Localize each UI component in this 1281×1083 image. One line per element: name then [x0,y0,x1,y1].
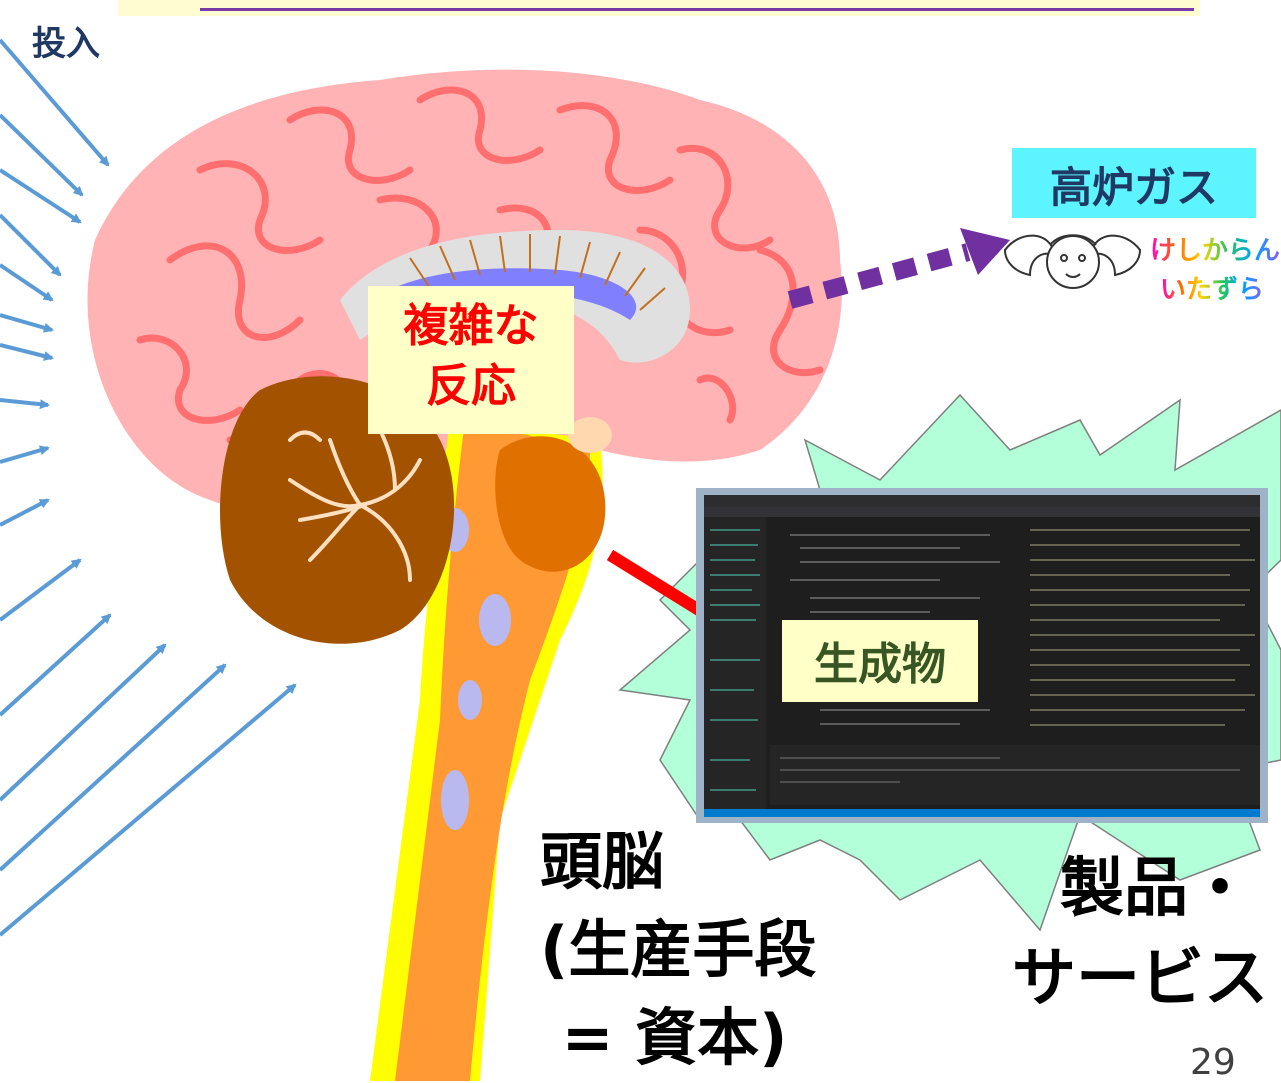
label-reaction: 複雑な 反応 [403,299,539,412]
label-mischief-line1: けしからん [1150,230,1280,267]
reaction-box: 複雑な 反応 [368,286,574,434]
output-box: 生成物 [782,620,978,702]
label-input: 投入 [32,24,100,64]
page-number: 29 [1190,1042,1236,1083]
gas-box: 高炉ガス [1012,148,1256,218]
label-product: 製品・ サービス [1012,852,1268,1016]
ide-screenshot [696,488,1268,823]
brainstem-spinal-cord [370,417,612,1081]
input-arrows [0,38,297,937]
label-mischief-line2: いたずら [1160,269,1264,306]
cerebellum [220,376,455,644]
label-blast-furnace-gas: 高炉ガス [1049,163,1218,212]
title-strip [118,0,1200,16]
winged-cherub-icon [1003,234,1142,289]
label-brain: 頭脳 (生産手段 = 資本) [540,825,817,1074]
gas-arrow [787,228,1010,309]
label-output: 生成物 [814,639,946,690]
